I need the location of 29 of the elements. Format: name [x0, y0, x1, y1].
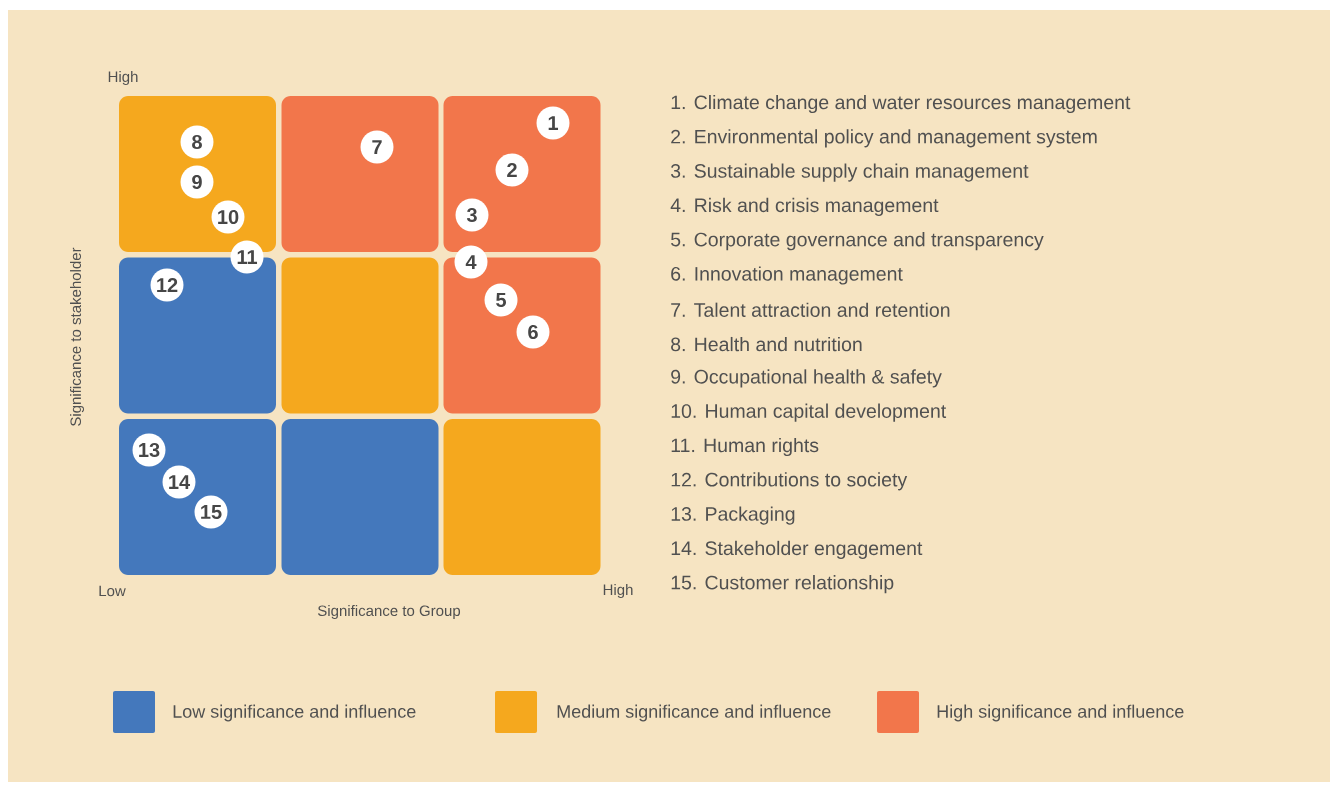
grid-cell: [281, 419, 439, 575]
axis-label: High: [108, 71, 138, 85]
list-item: 7. Talent attraction and retention: [671, 302, 950, 317]
list-item: 5. Corporate governance and transparency: [671, 232, 1044, 251]
list-item: 2. Environmental policy and management system: [671, 129, 1097, 148]
legend-label: Low significance and influence: [173, 704, 416, 722]
grid-cell: [119, 419, 276, 575]
list-item: 13. Packaging: [671, 506, 795, 525]
list-item: 9. Occupational health & safety: [671, 369, 942, 388]
list-item: 6. Innovation management: [671, 266, 903, 285]
list-item: 10. Human capital development: [671, 403, 947, 422]
axis-label: High: [603, 584, 633, 598]
list-item: 14. Stakeholder engagement: [671, 540, 923, 559]
list-item: 12. Contributions to society: [671, 472, 908, 491]
grid-cell: [281, 96, 439, 252]
legend-label: High significance and influence: [937, 704, 1184, 722]
grid-cell: [119, 96, 276, 252]
axis-label: Low: [99, 585, 126, 597]
legend-label: Medium significance and influence: [557, 704, 831, 722]
axis-title: Significance to stakeholder: [70, 247, 84, 426]
list-item: 15. Customer relationship: [671, 575, 894, 594]
list-item: 1. Climate change and water resources management: [671, 94, 1131, 114]
grid-cell: [281, 257, 439, 414]
list-item: 3. Sustainable supply chain management: [670, 163, 1029, 182]
grid-cell: [443, 419, 601, 575]
list-item: 8. Health and nutrition: [671, 336, 862, 352]
axis-title: Significance to Group: [317, 605, 461, 619]
list-item: 4. Risk and crisis management: [670, 197, 939, 216]
list-item: 11. Human rights: [671, 437, 819, 457]
